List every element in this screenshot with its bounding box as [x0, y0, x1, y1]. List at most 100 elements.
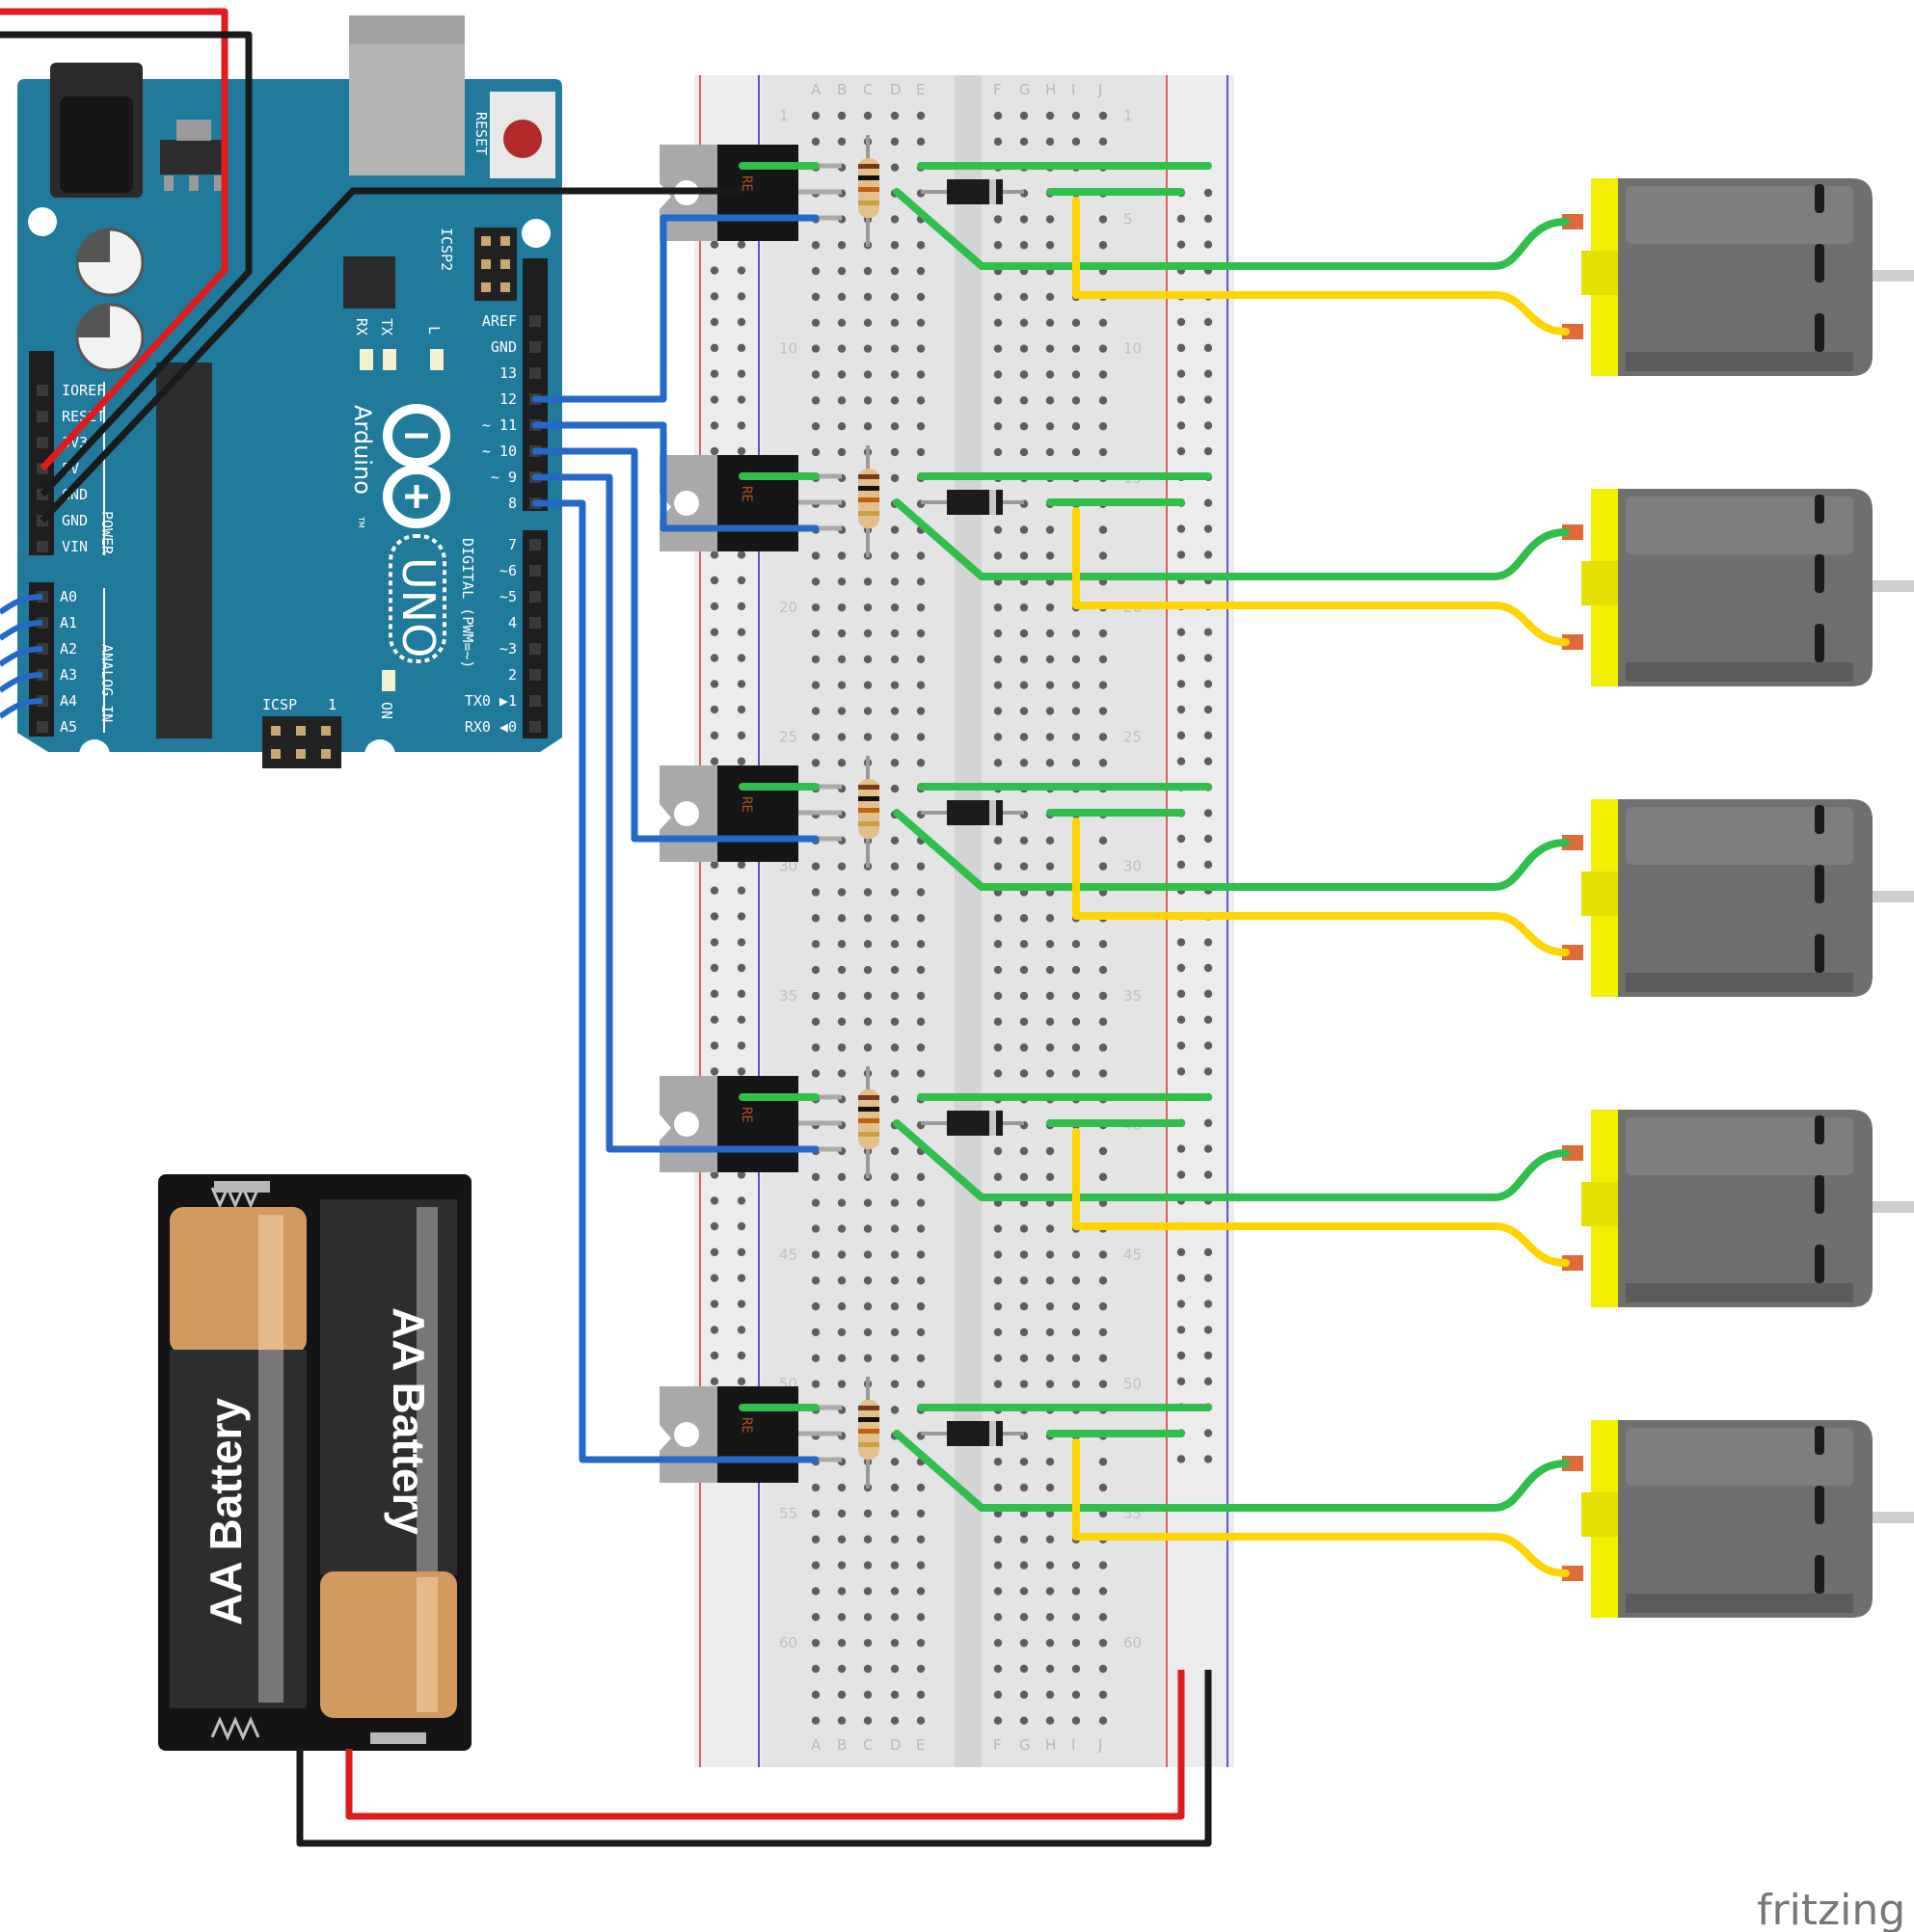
breadboard-hole	[1098, 1561, 1108, 1570]
breadboard-hole	[863, 1664, 873, 1674]
row-number: 5	[1123, 210, 1133, 228]
icsp-pin	[321, 749, 331, 759]
fritzing-watermark: fritzing	[1757, 1886, 1905, 1932]
breadboard-hole	[1019, 862, 1029, 871]
breadboard-hole	[1098, 1664, 1108, 1674]
breadboard-hole	[916, 1716, 926, 1725]
breadboard-hole	[890, 111, 900, 121]
rail-hole	[737, 989, 746, 999]
rail-hole	[1176, 524, 1186, 533]
breadboard-hole	[811, 344, 821, 353]
motor-vent	[1815, 184, 1824, 213]
breadboard-hole	[1019, 318, 1029, 327]
transistor-tab-hole	[674, 1422, 699, 1447]
icsp2-pin	[500, 259, 510, 269]
breadboard-hole	[1045, 1587, 1055, 1596]
breadboard-hole	[890, 1380, 900, 1388]
icsp-pin	[271, 726, 281, 736]
icsp2-pin	[481, 282, 491, 292]
breadboard-hole	[890, 1664, 900, 1674]
rail-hole	[1176, 1041, 1186, 1050]
power-pin-label: VIN	[62, 538, 88, 555]
rail-hole	[1203, 240, 1213, 249]
breadboard-hole	[1098, 344, 1108, 353]
breadboard-hole	[1098, 1380, 1108, 1388]
breadboard-hole	[916, 1535, 926, 1543]
breadboard-hole	[916, 1483, 926, 1492]
breadboard-hole	[993, 1664, 1003, 1674]
breadboard-right-rail	[1167, 75, 1234, 1767]
yellow-wire-motor	[1072, 507, 1570, 646]
breadboard-hole	[1071, 137, 1081, 147]
rail-hole	[737, 343, 746, 353]
breadboard-hole	[837, 1224, 847, 1233]
breadboard-hole	[1019, 1613, 1029, 1622]
transistor-tab-hole	[674, 491, 699, 516]
voltage-regulator	[160, 140, 228, 174]
rail-hole	[737, 1015, 746, 1024]
breadboard-hole	[1019, 914, 1029, 923]
breadboard-hole	[1071, 396, 1081, 405]
breadboard-hole	[1045, 681, 1055, 689]
motor-vent	[1815, 1245, 1824, 1283]
rail-hole	[1203, 1429, 1213, 1437]
breadboard-hole	[863, 681, 873, 689]
breadboard-hole	[890, 629, 900, 638]
breadboard-hole	[1019, 1638, 1029, 1648]
battery-spring-bottom	[210, 1716, 260, 1741]
header-pin	[529, 695, 541, 707]
breadboard-hole	[890, 551, 900, 560]
wires	[0, 8, 1570, 1847]
breadboard-hole	[890, 914, 900, 923]
rail-hole	[1176, 1144, 1186, 1153]
rail-hole	[737, 628, 746, 636]
breadboard-hole	[837, 940, 847, 949]
breadboard-hole	[837, 1198, 847, 1207]
rail-hole	[737, 1377, 746, 1386]
blue-wire	[531, 214, 820, 403]
column-letter: A	[811, 81, 822, 98]
pin-labels: IOREFRESET3V35VGNDGNDVINA0A1A2A3A4A5AREF…	[60, 312, 517, 736]
breadboard-hole	[993, 344, 1003, 353]
breadboard-hole	[1071, 318, 1081, 327]
breadboard-hole	[811, 1380, 821, 1388]
breadboard-hole	[916, 1198, 926, 1207]
microcontroller-chip	[156, 362, 212, 738]
breadboard-hole	[1045, 1017, 1055, 1026]
breadboard-hole	[837, 396, 847, 405]
breadboard-hole	[890, 1561, 900, 1570]
breadboard-hole	[1019, 836, 1029, 845]
rail-hole	[737, 731, 746, 740]
breadboard-hole	[993, 1587, 1003, 1596]
breadboard-hole	[890, 1613, 900, 1622]
breadboard-hole	[1019, 1069, 1029, 1078]
breadboard-hole	[1098, 1458, 1108, 1466]
breadboard-hole	[890, 318, 900, 327]
rail-hole	[710, 1274, 719, 1282]
regulator-leg	[214, 175, 224, 191]
breadboard-hole	[811, 1561, 821, 1570]
motor-shaft	[1873, 891, 1914, 902]
motor-shaft	[1873, 1512, 1914, 1523]
breadboard-hole	[837, 577, 847, 586]
breadboard-hole	[1045, 655, 1055, 664]
rail-hole	[1203, 860, 1213, 870]
breadboard-hole	[811, 1198, 821, 1207]
breadboard-hole	[1098, 1690, 1108, 1700]
rail-hole	[710, 292, 719, 301]
breadboard-hole	[811, 111, 821, 121]
battery-cell-1-copper-highlight	[258, 1215, 283, 1350]
breadboard-hole	[1045, 1458, 1055, 1466]
breadboard-hole	[811, 759, 821, 767]
breadboard-hole	[1098, 1043, 1108, 1052]
breadboard-hole	[1019, 241, 1029, 250]
breadboard-hole	[863, 940, 873, 949]
rail-hole	[1176, 214, 1186, 224]
rail-hole	[1176, 395, 1186, 404]
breadboard-hole	[993, 1146, 1003, 1156]
breadboard-hole	[837, 551, 847, 560]
breadboard-hole	[890, 473, 900, 483]
row-number: 45	[779, 1246, 797, 1263]
resistor-band	[858, 1406, 879, 1410]
battery-spring-top	[210, 1184, 260, 1209]
